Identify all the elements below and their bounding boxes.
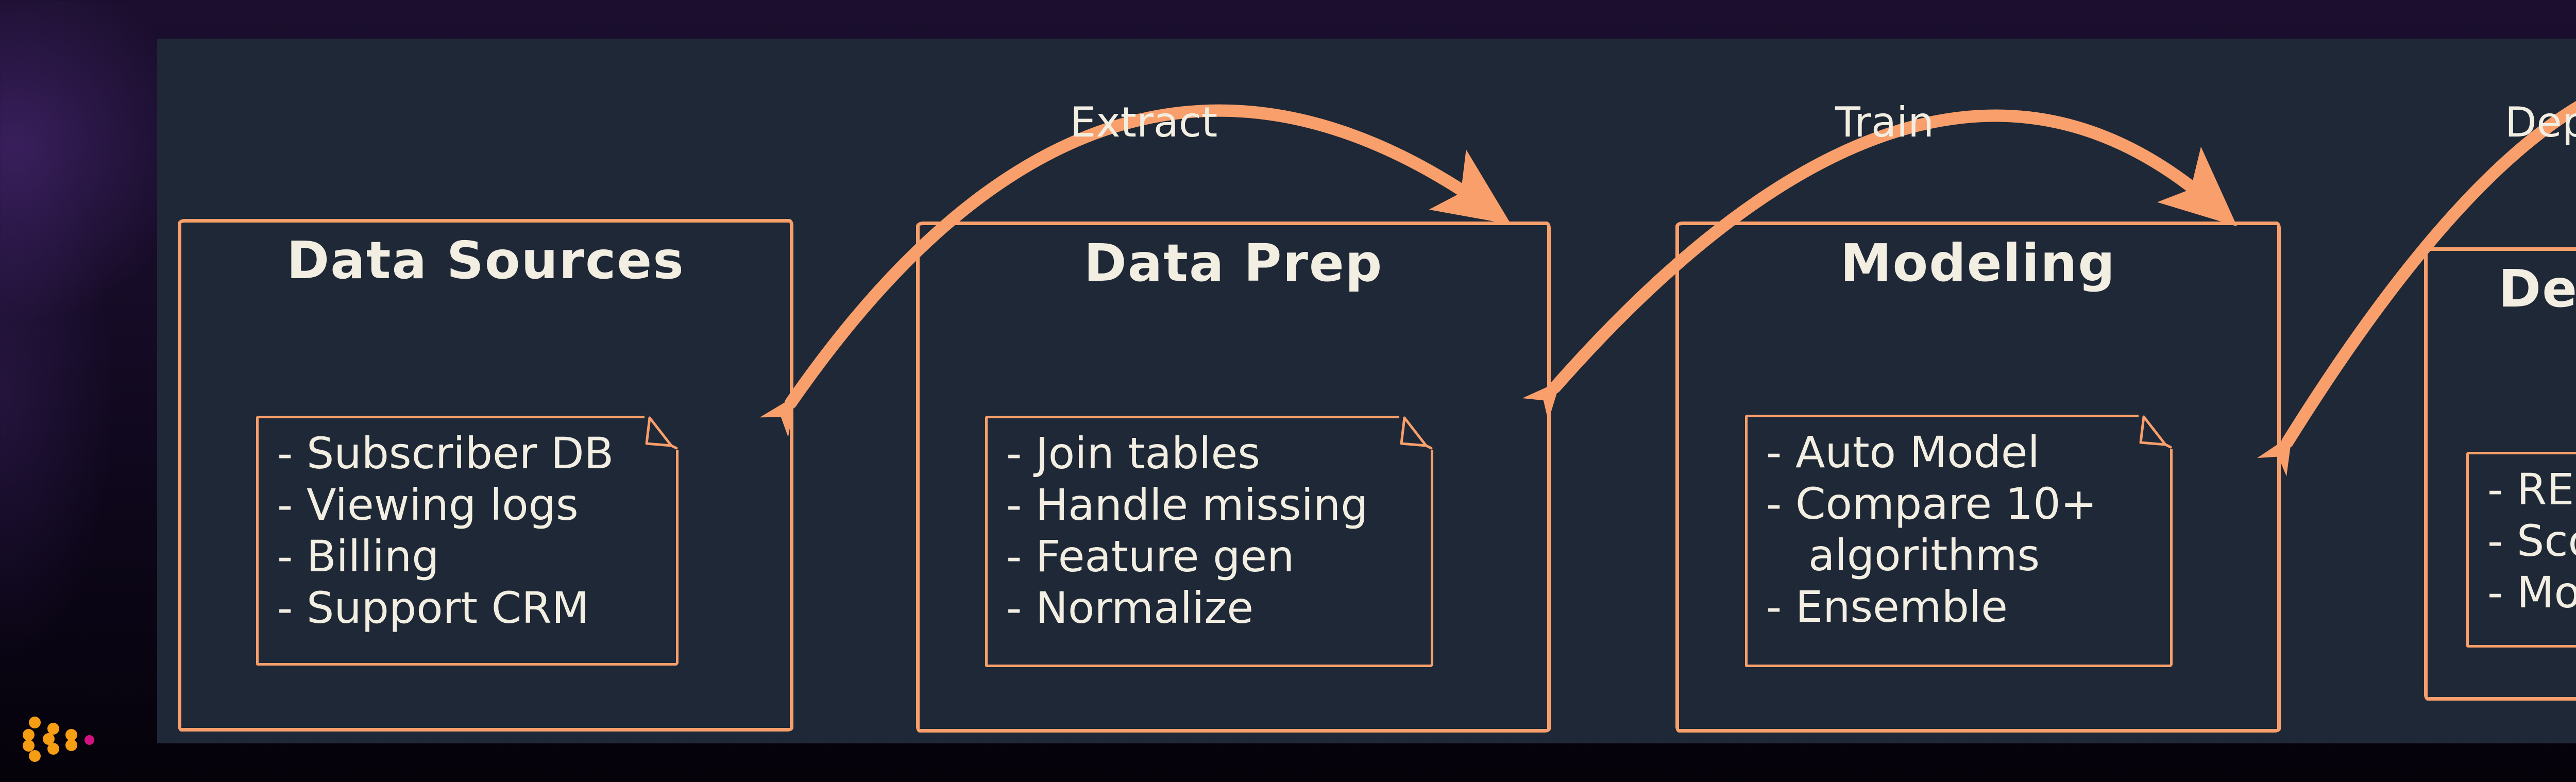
note-item: - Normalize	[1006, 583, 1254, 633]
note-item: - Scoring	[2487, 516, 2576, 566]
note-item: - Support CRM	[277, 583, 589, 633]
note-item: - Viewing logs	[277, 480, 579, 530]
logo-dot	[47, 743, 59, 755]
note-item: - Subscriber DB	[277, 428, 614, 479]
logo-dot	[65, 729, 77, 741]
slide-panel: Data Sources - Subscriber DB - Viewing l…	[157, 39, 2576, 743]
note-item-list: - Join tables - Handle missing - Feature…	[988, 418, 1431, 634]
note-item-list: - Auto Model - Compare 10+ algorithms - …	[1748, 417, 2170, 633]
note-item: - Ensemble	[1766, 582, 2008, 632]
logo-dot-pink	[84, 735, 94, 745]
stage-box-data-sources: Data Sources - Subscriber DB - Viewing l…	[178, 219, 793, 732]
note-fold-icon	[2139, 415, 2173, 449]
note-item: - Monitoring	[2487, 567, 2576, 618]
arrow-label-extract: Extract	[1070, 98, 1218, 146]
note-fold-icon	[645, 416, 679, 450]
note-item: - Feature gen	[1006, 531, 1295, 582]
note-item: - Auto Model	[1766, 427, 2040, 478]
arrow-label-deploy: Deploy	[2504, 98, 2576, 146]
arrow-label-train: Train	[1835, 98, 1934, 146]
note-data-sources: - Subscriber DB - Viewing logs - Billing…	[256, 416, 679, 666]
note-modeling: - Auto Model - Compare 10+ algorithms - …	[1745, 415, 2173, 667]
logo-dot	[29, 750, 41, 762]
note-item: - Billing	[277, 531, 439, 582]
logo-dot	[23, 729, 35, 741]
note-item: - Handle missing	[1006, 480, 1368, 530]
note-data-prep: - Join tables - Handle missing - Feature…	[985, 416, 1433, 667]
stage-title-deployment: Deployment	[2498, 259, 2576, 319]
note-item-list: - Subscriber DB - Viewing logs - Billing…	[259, 418, 676, 634]
stage-box-modeling: Modeling - Auto Model - Compare 10+ algo…	[1675, 222, 2281, 733]
stage-title-data-prep: Data Prep	[1083, 233, 1383, 293]
logo-dot	[47, 723, 59, 735]
note-item: - Join tables	[1006, 428, 1260, 479]
note-item: - REST API	[2487, 464, 2576, 515]
logo-dot	[23, 740, 35, 752]
note-item: - Compare 10+	[1766, 479, 2097, 529]
logo-dot	[29, 717, 41, 728]
brand-logo	[21, 715, 98, 762]
logo-dot	[65, 739, 77, 751]
note-fold-icon	[1399, 416, 1433, 450]
note-item-list: - REST API - Scoring - Monitoring	[2469, 454, 2576, 618]
stage-title-data-sources: Data Sources	[286, 230, 685, 291]
note-deployment: - REST API - Scoring - Monitoring	[2466, 452, 2576, 648]
note-item: algorithms	[1808, 530, 2040, 581]
stage-title-modeling: Modeling	[1840, 233, 2116, 293]
logo-dot	[43, 733, 55, 745]
stage-box-data-prep: Data Prep - Join tables - Handle missing…	[916, 222, 1551, 733]
stage-box-deployment: Deployment - REST API - Scoring - Monito…	[2424, 247, 2576, 701]
